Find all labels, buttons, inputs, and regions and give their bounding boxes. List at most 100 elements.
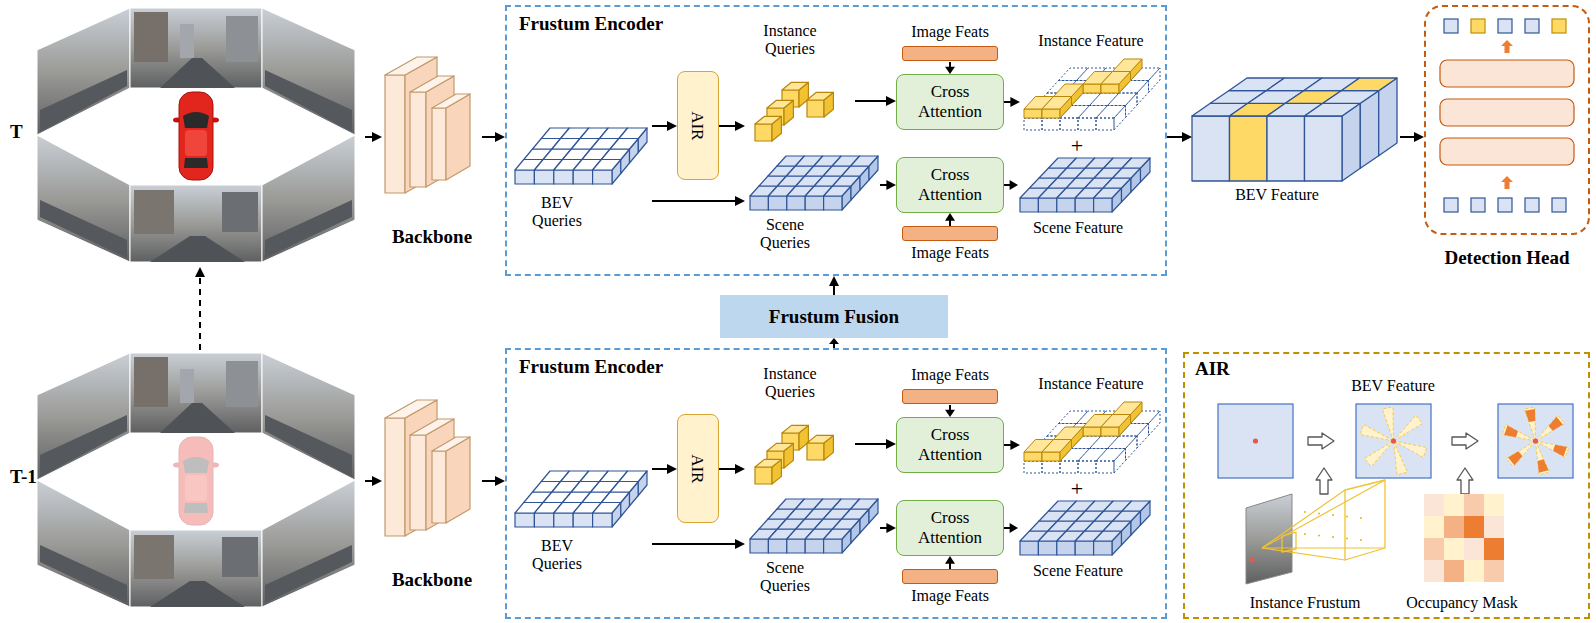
bev-square <box>1498 404 1573 478</box>
building <box>134 12 168 62</box>
grid-cell <box>1078 106 1108 119</box>
cube-front <box>755 467 772 484</box>
camera-image <box>130 185 262 262</box>
connector-line <box>652 543 737 545</box>
connector-line <box>1167 136 1184 138</box>
arrow-head <box>945 213 955 221</box>
node-label: T <box>10 121 23 143</box>
bev-square <box>1218 404 1293 478</box>
cross-attention: Cross Attention <box>896 417 1004 473</box>
car-window <box>183 112 209 128</box>
grid-front <box>1060 461 1078 473</box>
connector <box>652 121 677 131</box>
grid-front <box>750 539 768 553</box>
occupancy-cell <box>1464 560 1484 582</box>
grid-cell <box>1113 168 1141 178</box>
road <box>160 403 235 433</box>
node-label: AIR <box>688 454 708 483</box>
road <box>40 70 127 132</box>
grid-front <box>1060 118 1078 130</box>
grid-front <box>787 539 805 553</box>
grid-cell <box>1113 511 1141 521</box>
occupancy-cell <box>1464 516 1484 538</box>
node-label: Scene Queries <box>745 559 825 596</box>
connector <box>1004 180 1018 190</box>
building <box>134 357 168 407</box>
frustum-point <box>1332 536 1334 538</box>
node-label: Backbone <box>382 569 482 591</box>
grid-cell <box>619 128 647 139</box>
grid-front <box>554 513 573 527</box>
arrow-head <box>735 196 745 206</box>
cube-top <box>1113 59 1143 72</box>
grid-side <box>1126 436 1138 461</box>
connector <box>365 476 382 486</box>
image-features: Image Feats <box>890 226 1010 266</box>
arrow-head <box>372 132 382 142</box>
free-label: + <box>997 133 1157 158</box>
occupancy-cell <box>1444 538 1464 560</box>
cube-front <box>1042 452 1060 461</box>
arrow-head <box>945 67 955 74</box>
connector <box>1004 97 1020 107</box>
grid-side <box>1137 424 1149 449</box>
cube-top <box>1054 84 1084 97</box>
node-label: Frustum Fusion <box>769 306 899 328</box>
instance-dot <box>1253 438 1258 443</box>
occupancy-cell <box>1444 560 1464 582</box>
connector <box>855 439 896 449</box>
connector-line <box>1400 136 1416 138</box>
grid-cell <box>1108 436 1138 449</box>
node-label: Backbone <box>382 226 482 248</box>
backbone-slab <box>410 435 426 530</box>
grid-cell <box>601 492 629 503</box>
grid-side <box>1360 91 1378 169</box>
frustum-wedge <box>1394 415 1423 441</box>
frustum-wedge <box>1364 441 1393 467</box>
road <box>40 415 127 477</box>
occupancy-cell <box>1484 494 1504 516</box>
backbone-slab <box>446 94 470 180</box>
cube-front <box>1083 427 1101 436</box>
feature-bar <box>902 569 998 584</box>
cube-front <box>1024 452 1042 461</box>
connector-line <box>482 136 497 138</box>
instance-dot <box>1533 438 1538 443</box>
frustum-point <box>1360 517 1362 519</box>
grid-front <box>805 539 823 553</box>
camera-image <box>130 353 262 433</box>
connector <box>719 121 745 131</box>
building <box>134 190 174 234</box>
grid-front <box>1020 541 1038 555</box>
frustum-line <box>1262 548 1345 560</box>
grid-cell <box>1103 178 1131 188</box>
backbone-slab <box>432 451 446 523</box>
query-square <box>1525 19 1539 33</box>
grid-cell <box>1078 449 1108 462</box>
frustum-point <box>1346 538 1348 540</box>
hollow-arrow <box>1457 468 1473 494</box>
cube-front <box>1101 427 1119 436</box>
frustum-wedge <box>1536 441 1550 475</box>
arrow-head <box>945 556 955 564</box>
cube-front <box>1042 109 1060 118</box>
node-label: Frustum Encoder <box>519 356 663 378</box>
node-label: Instance Feature <box>1020 32 1162 50</box>
grid-front <box>824 539 842 553</box>
building <box>180 369 194 403</box>
frustum-point <box>1360 539 1362 541</box>
node-label: T-1 <box>10 466 37 488</box>
backbone-slab <box>432 94 470 108</box>
connector <box>365 132 382 142</box>
camera-image <box>37 135 130 262</box>
camera-image <box>37 353 130 480</box>
backbone-slab <box>410 76 454 92</box>
image-features: Image Feats <box>890 22 1010 62</box>
arrow-head <box>735 121 745 131</box>
occupied-segment <box>1549 417 1563 431</box>
arrow-head <box>495 476 505 486</box>
query-square <box>1552 198 1566 212</box>
cross-attention: Cross Attention <box>896 157 1004 213</box>
node-label: Instance Feature <box>1020 375 1162 393</box>
instance-queries: Instance Queries <box>745 363 855 485</box>
